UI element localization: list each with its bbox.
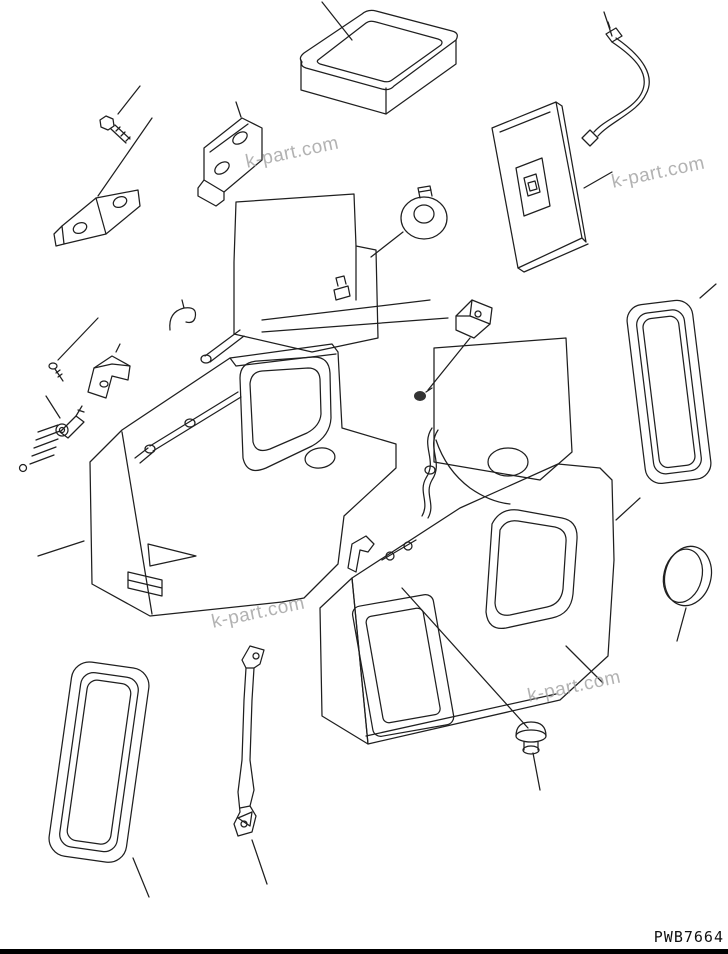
- upper-bracket-part: [197, 117, 263, 207]
- right-rear-panel-part: [421, 337, 573, 519]
- bottom-left-frame-part: [48, 661, 150, 863]
- knob-part: [515, 721, 547, 755]
- bottom-border-bar: [0, 949, 728, 954]
- right-housing-part: [319, 463, 615, 745]
- center-clip-part: [455, 299, 493, 339]
- left-housing-part: [89, 343, 397, 617]
- damper-panel-part: [491, 101, 589, 273]
- lower-bracket-part: [53, 189, 141, 247]
- bolt-part: [99, 115, 131, 144]
- left-linkage-part: [134, 329, 245, 464]
- top-duct-part: [299, 9, 458, 115]
- spring-part: [18, 424, 61, 473]
- c-clip-part: [169, 299, 197, 331]
- grommet-part: [400, 185, 448, 240]
- left-rear-panel-part: [233, 193, 379, 353]
- right-seal-frame-part: [626, 299, 712, 485]
- small-screw-part: [414, 387, 433, 401]
- strap-bracket-part: [233, 645, 265, 837]
- wire-harness-part: [581, 21, 650, 147]
- circular-cap-part: [662, 545, 713, 607]
- tiny-bolt-part: [48, 362, 64, 382]
- drawing-number: PWB7664: [653, 928, 724, 946]
- valve-screw-part: [55, 405, 85, 439]
- hinge-bracket-part: [87, 343, 131, 399]
- leader-lines: [37, 1, 717, 898]
